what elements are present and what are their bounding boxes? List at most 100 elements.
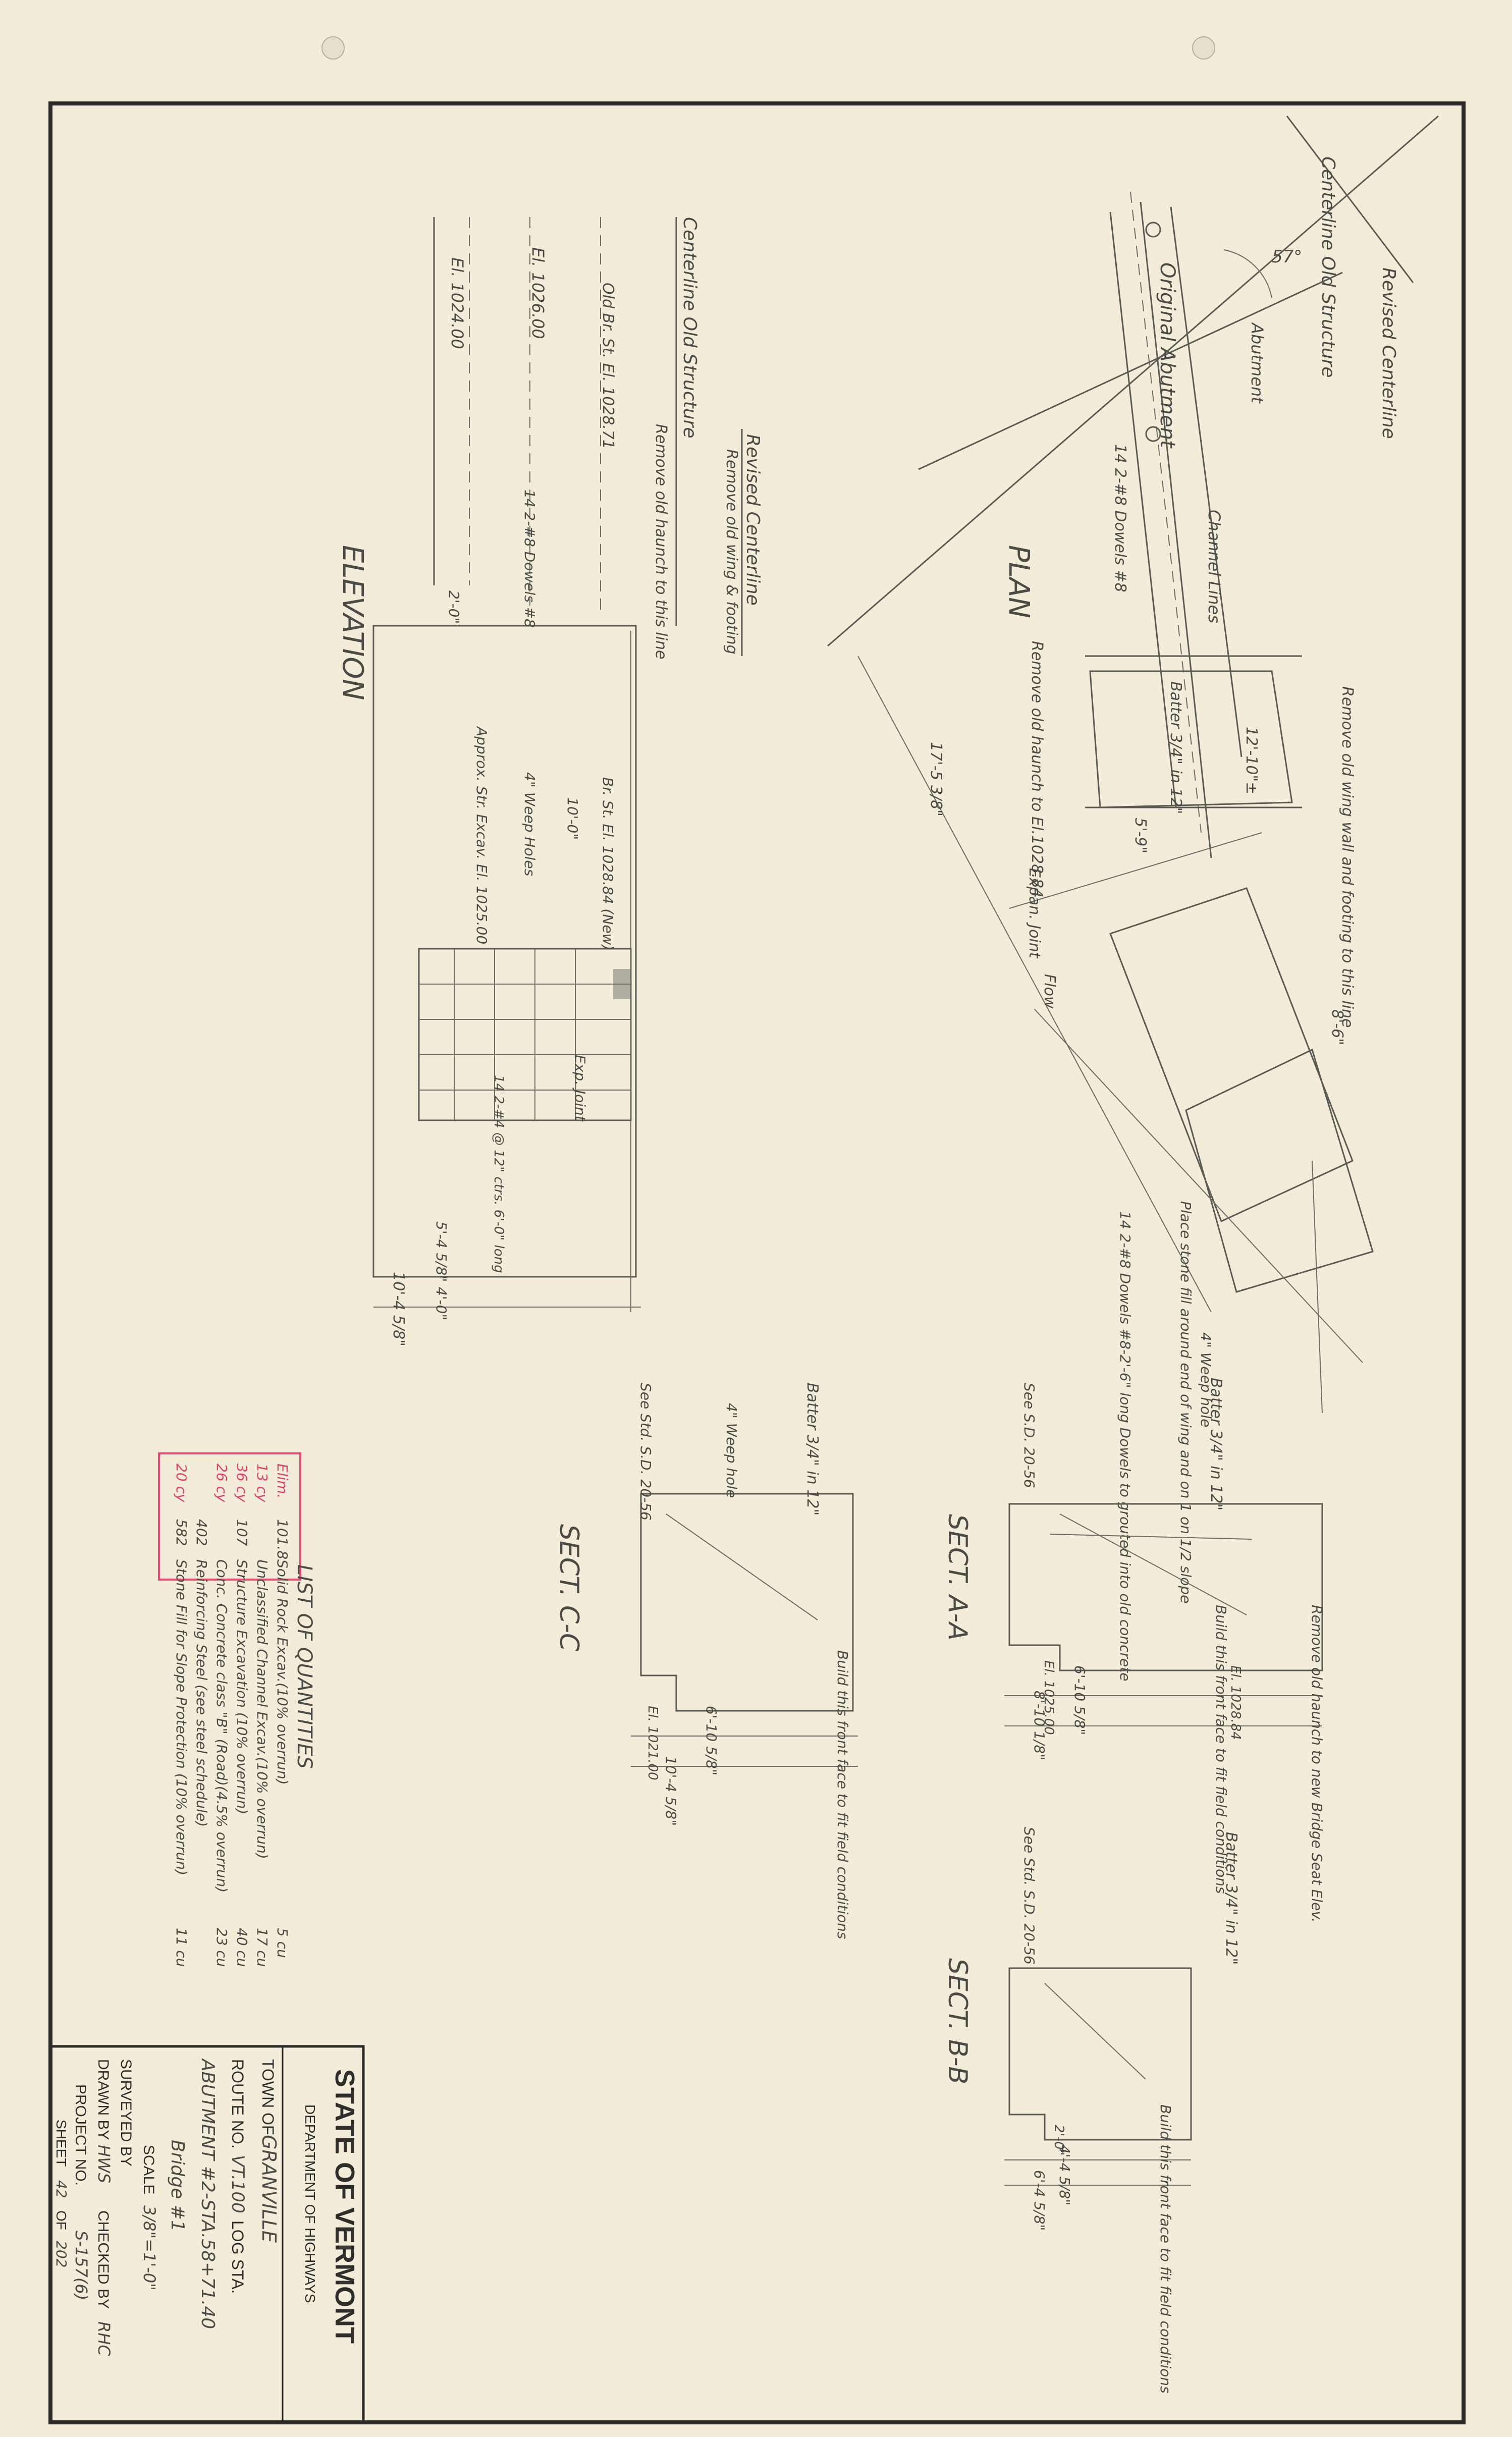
quantity-item-amount: 5 cu — [274, 1928, 291, 1958]
plan-place-stone-note: Place stone fill around end of wing and … — [1177, 1201, 1194, 1603]
quantity-item-description: Solid Rock Excav.(10% overrun) — [274, 1559, 291, 1785]
aa-remove-old: Remove old haunch to new Bridge Seat Ele… — [1309, 1605, 1325, 1923]
elev-revised-centerline-label: Revised Centerline — [742, 434, 763, 606]
plan-centerline-old-label: Centerline Old Structure — [1318, 156, 1338, 377]
aa-build-front: Build this front face to fit field condi… — [1213, 1605, 1229, 1894]
elev-remove-wing-label: Remove old wing & footing — [723, 449, 740, 655]
surveyed-label: SURVEYED BY — [118, 2059, 134, 2167]
elev-el-1026: El. 1026.00 — [528, 247, 548, 339]
elev-dim-4: 4'-0" — [433, 1287, 450, 1320]
drawn-value: HWS — [94, 2145, 114, 2183]
aa-see-std: See S.D. 20-56 — [1021, 1383, 1038, 1488]
checked-value: RHC — [94, 2321, 114, 2356]
quantity-item-amount: 17 cu — [254, 1928, 271, 1967]
elev-remove-haunch-label: Remove old haunch to this line — [652, 424, 670, 659]
section-a-a: Batter 3/4" in 12" Build this front face… — [942, 1378, 1325, 1923]
quantity-item-description: Unclassified Channel Excav.(10% overrun) — [254, 1559, 271, 1859]
section-c-c: Batter 3/4" in 12" 4" Weep hole Build th… — [554, 1383, 858, 1939]
aa-dim-6-10: 6'-10 5/8" — [1071, 1665, 1088, 1735]
sheet-border — [48, 101, 1466, 2424]
elevation-view: Centerline Old Structure Revised Centerl… — [336, 217, 763, 1346]
elev-dim-10: 10'-0" — [564, 797, 581, 840]
aa-el-1025: El. 1025.00 — [1041, 1660, 1056, 1735]
quantity-red-note: 13 cy — [254, 1464, 271, 1502]
plan-original-abutment-label: Original Abutment — [1156, 262, 1179, 449]
elev-exp-joint-label: Exp. Joint — [572, 1055, 588, 1122]
bb-dim-2: 2'-0" — [1051, 2125, 1066, 2156]
quantities-red-stamp — [158, 1452, 301, 1581]
cc-build-front: Build this front face to fit field condi… — [834, 1650, 851, 1939]
quantity-item-number: 402 — [193, 1519, 210, 1546]
cc-dim-10-4: 10'-4 5/8" — [663, 1756, 679, 1826]
quantity-red-note: 20 cy — [173, 1464, 190, 1502]
elev-el-1024: El. 1024.00 — [448, 257, 467, 349]
plan-view-title: PLAN — [1002, 545, 1035, 618]
quantity-item-amount: 40 cu — [234, 1928, 250, 1967]
elev-dim-5: 5'-4 5/8" — [433, 1221, 450, 1282]
route-label: ROUTE NO. — [229, 2059, 247, 2149]
elev-dowels-label: 14 2-#8 Dowels #8 — [521, 490, 538, 628]
quantity-item-amount: 23 cu — [213, 1928, 230, 1967]
elev-weep-label: 4" Weep Holes — [521, 772, 538, 876]
plan-angle-label: 57° — [1272, 247, 1302, 267]
plan-exp-joint-label: Expan. Joint — [1025, 868, 1043, 959]
quantity-red-note: Elim. — [274, 1464, 291, 1498]
punch-hole-icon — [321, 36, 345, 60]
elev-dim-total: 10'-4 5/8" — [390, 1272, 407, 1346]
aa-dim-8-10: 8'-10 1/8" — [1031, 1691, 1048, 1760]
plan-channel-lines-label: Channel Lines — [1205, 510, 1224, 623]
plan-dim-5-9: 5'-9" — [1131, 818, 1149, 853]
town-value: GRANVILLE — [258, 2135, 280, 2243]
subject-line-1: ABUTMENT #2-STA.58+71.40 — [197, 2058, 218, 2329]
punch-hole-icon — [1192, 36, 1215, 60]
section-b-b-title: SECT. B-B — [942, 1958, 973, 2084]
town-label: TOWN OF — [259, 2059, 277, 2135]
plan-dim-17: 17'-5 3/8" — [927, 742, 945, 817]
elev-centerline-old-label: Centerline Old Structure — [679, 217, 700, 438]
plan-dim-12-10: 12'-10"± — [1243, 727, 1260, 794]
plan-view: Centerline Old Structure Revised Centerl… — [827, 115, 1439, 1682]
bb-build-front: Build this front face to fit field condi… — [1157, 2104, 1174, 2394]
plan-abutment-label: Abutment — [1248, 322, 1267, 404]
elevation-view-title: ELEVATION — [336, 545, 369, 700]
checked-label: CHECKED BY — [95, 2210, 112, 2309]
elev-old-br-label: Old Br. St. El. 1028.71 — [599, 283, 617, 449]
scale-label: SCALE — [140, 2145, 157, 2194]
sheet-label: SHEET — [53, 2120, 69, 2167]
section-b-b: Batter 3/4" in 12" Build this front face… — [942, 1827, 1240, 2394]
bb-see-std: See Std. S.D. 20-56 — [1021, 1827, 1038, 1965]
plan-weep-note: 4" Weep hole — [1198, 1332, 1214, 1427]
bb-batter-label: Batter 3/4" in 12" — [1222, 1832, 1240, 1965]
quantities-header: LIST OF QUANTITIES — [293, 1564, 316, 1769]
plan-remove-wing-label: Remove old wing wall and footing to this… — [1338, 686, 1356, 1028]
bb-dim-4-4: 4'-4 5/8" — [1056, 2145, 1073, 2205]
quantity-item-description: Reinforcing Steel (see steel schedule) — [193, 1559, 210, 1827]
quantity-item-amount: 11 cu — [173, 1928, 190, 1967]
project-label: PROJECT NO. — [72, 2084, 89, 2186]
cc-el-1021: El. 1021.00 — [645, 1706, 660, 1780]
aa-el-1028: El. 1028.84 — [1228, 1665, 1243, 1740]
section-c-c-title: SECT. C-C — [554, 1524, 584, 1652]
plan-revised-centerline-label: Revised Centerline — [1378, 267, 1399, 439]
subject-line-2: Bridge #1 — [167, 2140, 188, 2232]
plan-dowels-label: 14 2-#8 Dowels #8 — [1111, 444, 1129, 592]
title-block: STATE OF VERMONT DEPARTMENT OF HIGHWAYS … — [49, 2045, 365, 2424]
sheet-value: 42 — [53, 2180, 70, 2198]
cc-weep-label: 4" Weep hole — [723, 1403, 740, 1498]
title-state: STATE OF VERMONT — [330, 2069, 360, 2344]
cc-batter-label: Batter 3/4" in 12" — [803, 1383, 821, 1515]
plan-remove-haunch-label: Remove old haunch to El.1028.84 — [1028, 641, 1046, 898]
quantity-item-number: 101.8 — [274, 1519, 291, 1559]
route-value: VT.100 — [228, 2155, 248, 2213]
quantity-item-description: Structure Excavation (10% overrun) — [234, 1559, 250, 1814]
elev-approx-label: Approx. Str. Excav. El. 1025.00 — [473, 726, 490, 944]
scale-value: 3/8"=1'-0" — [140, 2205, 159, 2291]
quantity-item-number: 582 — [173, 1519, 190, 1546]
of-label: OF — [53, 2210, 69, 2230]
quantity-red-note: 26 cy — [213, 1464, 230, 1502]
elev-dim-2: 2'-0" — [446, 590, 462, 624]
aa-batter-label: Batter 3/4" in 12" — [1207, 1378, 1225, 1510]
cc-dim-6-10: 6'-10 5/8" — [703, 1706, 720, 1775]
